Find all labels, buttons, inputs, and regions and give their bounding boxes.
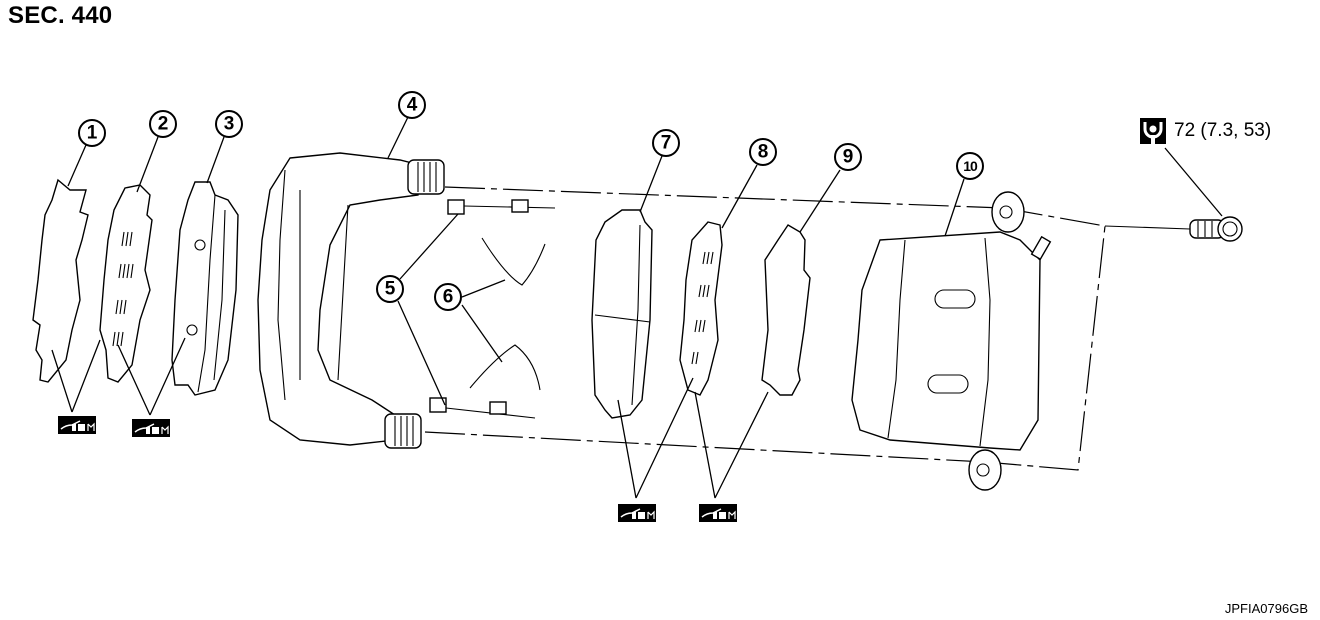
svg-text:4: 4 [407,95,418,116]
part-9-shim-cover [761,224,811,396]
part-7-inner-pad [591,209,653,419]
callout-6: 6 [434,283,462,311]
callout-2: 2 [149,110,177,138]
grease-application-icon [58,416,96,434]
grease-application-icon [699,504,737,522]
guide-pin-lower [384,413,422,449]
part-8-inner-shim [679,221,723,396]
svg-text:5: 5 [385,279,396,300]
part-6-return-springs [469,237,546,391]
callout-4: 4 [398,91,426,119]
part-5-pad-retainers [429,199,556,419]
part-4-torque-member [257,152,445,449]
callout-leaders [51,116,965,499]
svg-text:10: 10 [963,158,978,174]
guide-pin-upper [407,159,445,195]
section-title: SEC. 440 [8,2,113,29]
callout-5: 5 [376,275,404,303]
torque-spec: 72 (7.3, 53) [1140,118,1271,144]
part-10-cylinder-body [851,191,1052,491]
torque-value: 72 (7.3, 53) [1174,120,1272,141]
mounting-bolt [1164,147,1243,242]
svg-text:6: 6 [443,287,454,308]
figure-code: JPFIA0796GB [1224,601,1308,616]
part-2-shim [99,184,153,383]
svg-text:8: 8 [758,142,769,163]
part-1-shim-cover [32,178,89,383]
callout-7: 7 [652,129,680,157]
svg-text:1: 1 [87,123,98,144]
callout-9: 9 [834,143,862,171]
svg-text:9: 9 [843,147,854,168]
grease-application-icon [132,419,170,437]
grease-application-icon [618,504,656,522]
svg-text:7: 7 [661,133,672,154]
assembly-guide-lines [424,186,1191,471]
callout-8: 8 [749,138,777,166]
callout-1: 1 [78,119,106,147]
callout-10: 10 [956,152,984,180]
part-3-outer-pad [171,181,239,396]
torque-wrench-icon [1140,118,1166,144]
callout-3: 3 [215,110,243,138]
svg-text:2: 2 [158,114,169,135]
svg-text:3: 3 [224,114,235,135]
